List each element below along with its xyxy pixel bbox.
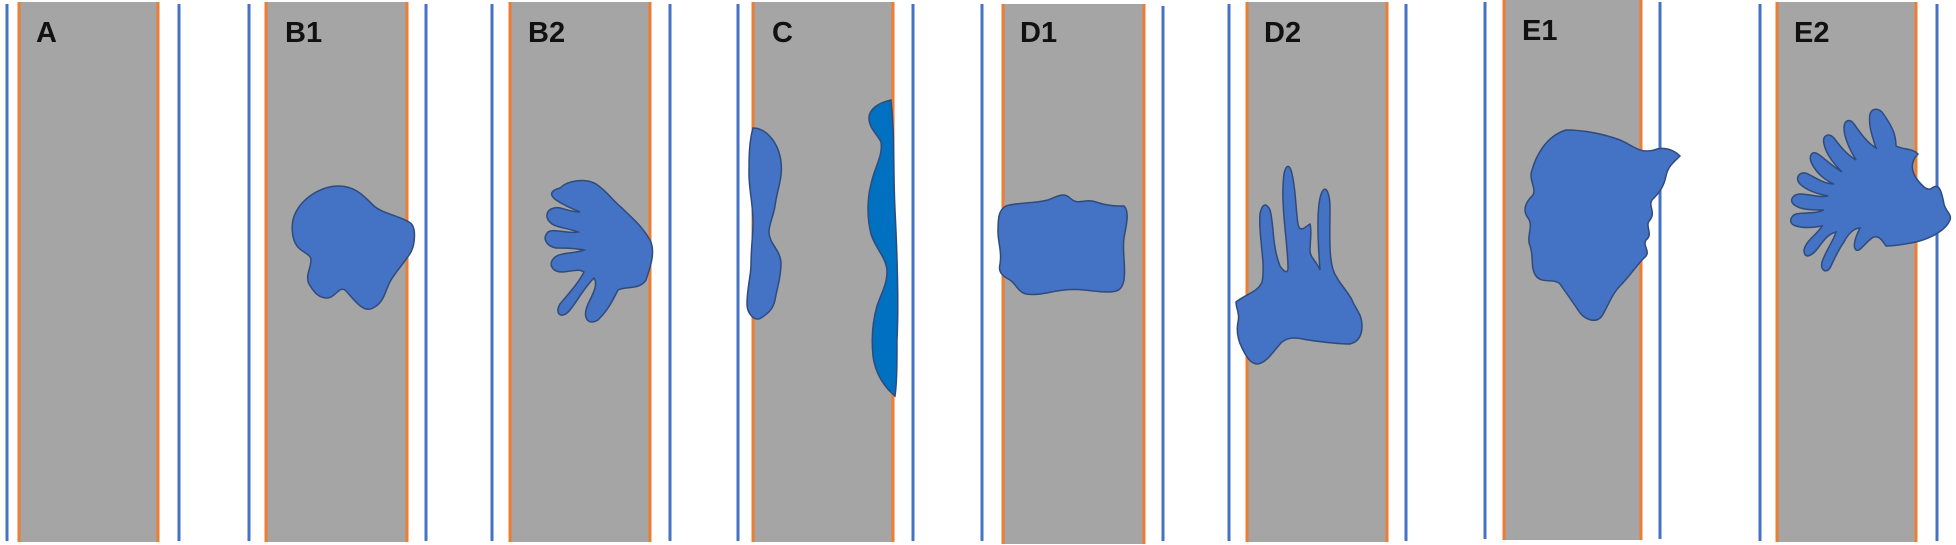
panel-label: C (772, 17, 793, 49)
panel-b2: B2 (490, 2, 672, 542)
panel-e1: E1 (1483, 0, 1681, 540)
column-body (1776, 2, 1916, 542)
panel-c: C (736, 2, 915, 542)
panel-label: D2 (1264, 17, 1301, 49)
band-shape (997, 194, 1128, 296)
panel-a: A (5, 2, 181, 542)
panel-b1: B1 (247, 2, 428, 542)
panel-label: E1 (1522, 15, 1557, 47)
panel-d2: D2 (1227, 2, 1408, 542)
panel-d1: D1 (980, 4, 1165, 544)
panel-e2: E2 (1758, 2, 1952, 542)
panel-label: B2 (528, 17, 565, 49)
panel-label: D1 (1020, 17, 1057, 49)
column-body (18, 2, 158, 542)
panel-label: B1 (285, 17, 322, 49)
panel-label: A (36, 17, 57, 49)
panel-label: E2 (1794, 17, 1829, 49)
